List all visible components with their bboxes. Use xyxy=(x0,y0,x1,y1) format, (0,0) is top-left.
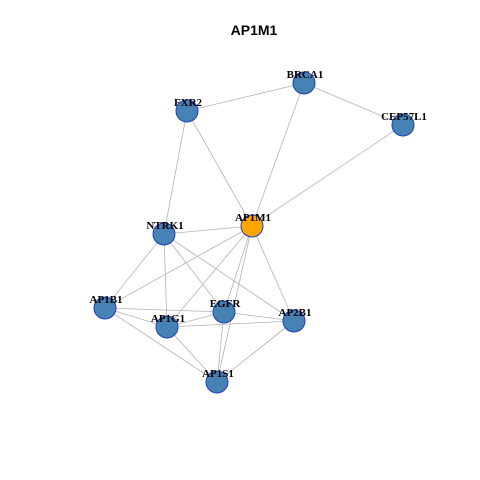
node-circle[interactable] xyxy=(155,315,179,339)
node-label: AP2B1 xyxy=(279,307,312,319)
node-circle[interactable] xyxy=(175,99,199,123)
node-egfr[interactable]: EGFR xyxy=(210,298,242,324)
edge-cep57l1-ap1m1 xyxy=(251,124,404,227)
node-label: AP1B1 xyxy=(90,294,123,306)
node-ntrk1[interactable]: NTRK1 xyxy=(146,220,184,246)
node-label: BRCA1 xyxy=(287,69,324,81)
node-ap1s1[interactable]: AP1S1 xyxy=(202,368,234,394)
node-circle[interactable] xyxy=(93,296,117,320)
node-label: AP1S1 xyxy=(202,368,234,380)
node-ap1b1[interactable]: AP1B1 xyxy=(90,294,123,320)
node-circle[interactable] xyxy=(292,71,316,95)
node-cep57l1[interactable]: CEP57L1 xyxy=(381,111,427,137)
edge-egfr-ap2b1 xyxy=(223,311,295,322)
edge-ap1g1-ap1s1 xyxy=(166,326,218,383)
diagram-title: AP1M1 xyxy=(231,22,278,38)
node-label: CEP57L1 xyxy=(381,111,427,123)
edge-ntrk1-ap1g1 xyxy=(163,233,168,328)
node-label: EGFR xyxy=(210,298,242,310)
edge-ap1g1-ap2b1 xyxy=(166,320,295,328)
edge-ap2b1-ap1s1 xyxy=(216,320,295,383)
edge-fxr2-ntrk1 xyxy=(163,110,188,235)
node-label: AP1G1 xyxy=(151,313,185,325)
edge-ntrk1-ap2b1 xyxy=(163,233,295,322)
node-circle[interactable] xyxy=(205,370,229,394)
node-circle[interactable] xyxy=(212,300,236,324)
node-ap1g1[interactable]: AP1G1 xyxy=(151,313,185,339)
edge-brca1-ap1m1 xyxy=(251,82,305,227)
edge-ap1m1-ap1b1 xyxy=(104,225,253,309)
node-ap2b1[interactable]: AP2B1 xyxy=(279,307,312,333)
node-circle[interactable] xyxy=(282,309,306,333)
edge-brca1-cep57l1 xyxy=(303,82,404,126)
edge-ntrk1-egfr xyxy=(163,233,225,313)
node-brca1[interactable]: BRCA1 xyxy=(287,69,324,95)
edge-egfr-ap1s1 xyxy=(216,311,225,383)
edge-fxr2-ap1m1 xyxy=(186,110,253,227)
edge-ntrk1-ap1b1 xyxy=(104,233,165,309)
edge-ap1b1-egfr xyxy=(104,307,225,313)
node-circle[interactable] xyxy=(152,222,176,246)
edge-ap1m1-egfr xyxy=(223,225,253,313)
node-circle[interactable] xyxy=(240,214,264,238)
node-label: AP1M1 xyxy=(235,212,271,224)
edge-fxr2-brca1 xyxy=(186,82,305,112)
node-label: NTRK1 xyxy=(146,220,183,232)
node-ap1m1[interactable]: AP1M1 xyxy=(235,212,271,238)
node-fxr2[interactable]: FXR2 xyxy=(174,97,203,123)
edge-ap1b1-ap1s1 xyxy=(104,307,218,383)
edge-layer xyxy=(104,82,404,383)
node-circle[interactable] xyxy=(391,113,415,137)
edge-ap1m1-ap1s1 xyxy=(216,225,253,383)
edge-ap1m1-ap2b1 xyxy=(251,225,295,322)
node-label: FXR2 xyxy=(174,97,203,109)
edge-ntrk1-ap1m1 xyxy=(163,225,253,235)
